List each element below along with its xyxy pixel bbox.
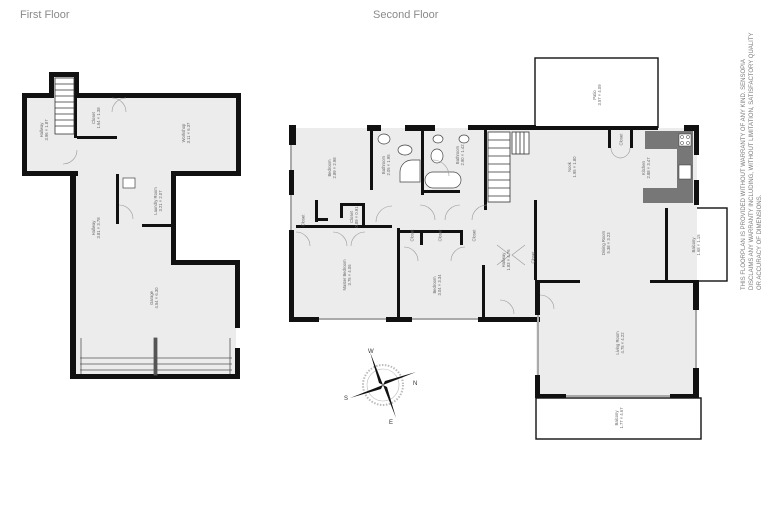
second-floor-title: Second Floor	[373, 9, 439, 21]
disclaimer-text: This floorplan is provided without warra…	[741, 32, 763, 290]
svg-text:N: N	[413, 381, 417, 387]
svg-text:E: E	[389, 420, 393, 426]
first-floor-plan	[22, 72, 241, 379]
svg-text:S: S	[344, 396, 348, 402]
room-closet-d: Closet	[437, 229, 443, 242]
second-floor-plan	[289, 57, 728, 440]
room-closet-f: Closet	[530, 251, 536, 264]
room-closet-g: Closet	[618, 133, 624, 146]
compass-w: W	[368, 349, 374, 355]
room-closet-a: Closet	[300, 214, 306, 227]
compass-icon	[350, 352, 416, 418]
room-closet-c: Closet	[409, 229, 415, 242]
room-closet-e: Closet	[471, 229, 477, 242]
first-floor-title: First Floor	[20, 9, 70, 21]
